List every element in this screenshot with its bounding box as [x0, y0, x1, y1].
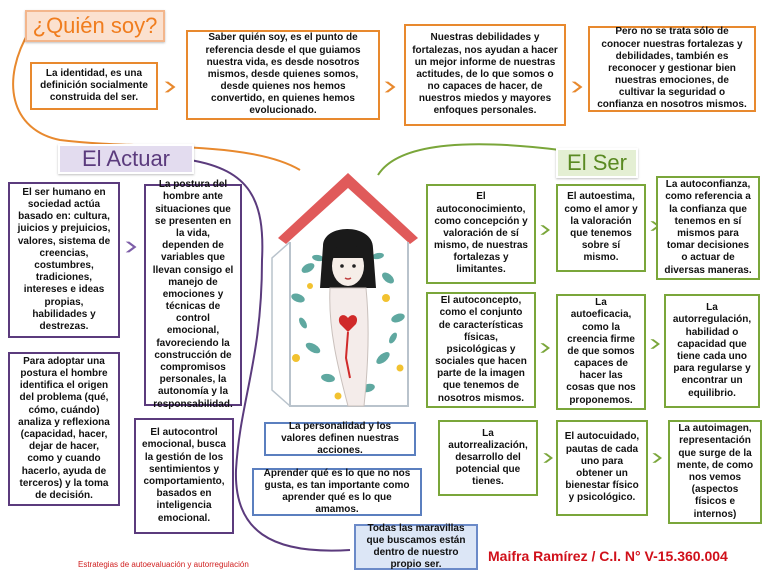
chevron-right-icon	[538, 340, 554, 356]
box-autocuidado: El autocuidado, pautas de cada uno para …	[556, 420, 648, 516]
box-autoconfianza: La autoconfianza, como referencia a la c…	[656, 176, 760, 280]
chevron-right-icon	[650, 450, 666, 466]
chevron-right-icon	[382, 78, 400, 96]
box-personalidad-valores: La personalidad y los valores definen nu…	[264, 421, 416, 456]
box-gestionar-emociones: Pero no se trata sólo de conocer nuestra…	[588, 26, 756, 112]
title-el-ser: El Ser	[556, 148, 638, 178]
chevron-right-icon	[648, 336, 664, 352]
footer-author: Maifra Ramírez / C.I. N° V-15.360.004	[488, 548, 728, 564]
box-autoconocimiento: El autoconocimiento, como concepción y v…	[426, 184, 536, 284]
chevron-right-icon	[538, 222, 554, 238]
box-autorrealizacion: La autorrealización, desarrollo del pote…	[438, 420, 538, 496]
girl-in-house-illustration-icon	[271, 173, 418, 407]
box-adoptar-postura: Para adoptar una postura el hombre ident…	[8, 352, 120, 506]
box-autorregulacion: La autorregulación, habilidad o capacida…	[664, 294, 760, 408]
box-saber-quien-soy: Saber quién soy, es el punto de referenc…	[186, 30, 380, 120]
chevron-right-icon	[569, 78, 587, 96]
box-identidad: La identidad, es una definición socialme…	[30, 62, 158, 110]
box-postura-hombre: La postura del hombre ante situaciones q…	[144, 179, 242, 410]
box-autocontrol-emocional: El autocontrol emocional, busca la gesti…	[134, 418, 234, 534]
title-quien-soy: ¿Quién soy?	[25, 10, 165, 42]
footer-subtitle: Estrategias de autoevaluación y autorreg…	[78, 560, 249, 569]
box-autoeficacia: La autoeficacia, como la creencia firme …	[556, 294, 646, 410]
box-maravillas: Todas las maravillas que buscamos están …	[354, 523, 478, 570]
chevron-right-icon	[541, 450, 557, 466]
chevron-right-icon	[123, 238, 141, 256]
box-autoconcepto: El autoconcepto, como el conjunto de car…	[426, 292, 536, 408]
box-debilidades-fortalezas: Nuestras debilidades y fortalezas, nos a…	[404, 24, 566, 126]
chevron-right-icon	[162, 78, 180, 96]
title-el-actuar: El Actuar	[58, 144, 194, 174]
box-autoimagen: La autoimagen, representación que surge …	[668, 420, 762, 524]
box-aprender: Aprender qué es lo que no nos gusta, es …	[252, 468, 422, 516]
box-ser-humano-sociedad: El ser humano en sociedad actúa basado e…	[8, 182, 120, 338]
box-autoestima: El autoestima, como el amor y la valorac…	[556, 184, 646, 272]
